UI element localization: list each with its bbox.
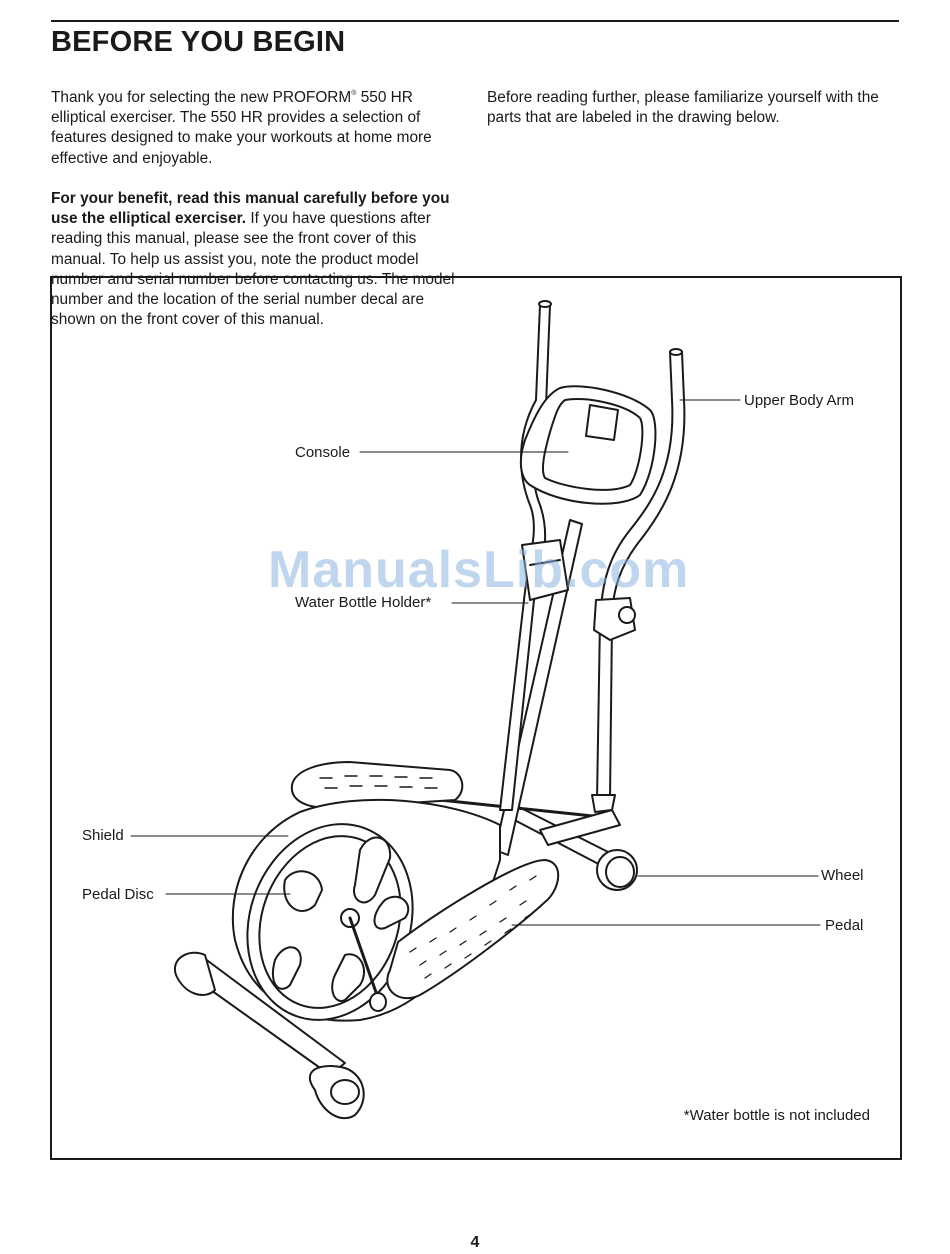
watermark: ManualsLib.com [268, 541, 690, 599]
registered-mark: ® [351, 90, 357, 97]
label-pedal: Pedal [825, 917, 864, 934]
intro-p1-start: Thank you for selecting the new PROFORM [51, 89, 352, 106]
top-rule [51, 20, 899, 22]
figure-frame [50, 276, 902, 1160]
label-console: Console [295, 444, 351, 461]
page-number: 4 [470, 1234, 480, 1251]
intro-p1-end: 550 HR elliptical exerciser. The 550 HR … [51, 89, 432, 167]
intro-p2-rest: If you have questions after reading this… [51, 210, 455, 329]
page-title: BEFORE YOU BEGIN [51, 26, 346, 58]
label-wheel: Wheel [821, 867, 864, 884]
intro-paragraph-2: For your benefit, read this manual caref… [51, 189, 465, 330]
label-upper-body-arm: Upper Body Arm [744, 392, 855, 409]
intro-paragraph-3: Before reading further, please familiari… [487, 89, 879, 127]
label-water-bottle-holder: Water Bottle Holder* [295, 594, 432, 611]
intro-column-right: Before reading further, please familiari… [487, 88, 901, 149]
intro-paragraph-1: Thank you for selecting the new PROFORM®… [51, 88, 465, 169]
footnote: *Water bottle is not included [683, 1107, 870, 1124]
label-pedal-disc: Pedal Disc [82, 886, 154, 903]
label-shield: Shield [82, 827, 124, 844]
intro-column-left: Thank you for selecting the new PROFORM®… [51, 88, 465, 351]
intro-p2-bold: For your benefit, read this manual caref… [51, 190, 450, 228]
